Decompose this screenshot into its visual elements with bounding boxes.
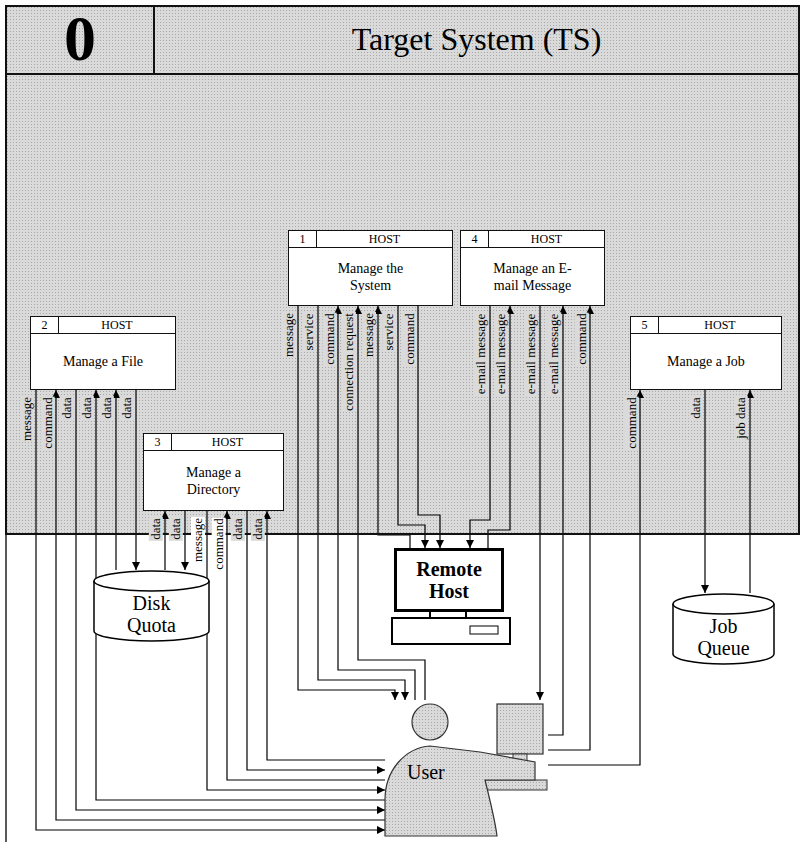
process-name: Manage the System	[325, 252, 417, 302]
data-flow	[418, 306, 440, 548]
data-flow	[298, 306, 395, 700]
data-flow	[227, 511, 385, 780]
system-frame: 0Target System (TS)1HOSTManage the Syste…	[5, 5, 800, 535]
terminal-box: Remote Host	[394, 548, 504, 612]
data-flow	[398, 306, 425, 548]
computer-screen	[497, 704, 543, 754]
flow-label: command	[402, 312, 416, 365]
actor-name: User	[407, 760, 445, 784]
data-flow	[115, 390, 116, 570]
flow-label: service	[382, 312, 396, 351]
process-name: Manage a Job	[663, 345, 749, 378]
process-number: 3	[144, 434, 172, 451]
data-flow	[318, 306, 405, 700]
process-box: 5HOST Manage a Job	[630, 316, 782, 390]
data-flow	[76, 390, 385, 810]
data-flow	[267, 511, 385, 760]
data-flow	[164, 511, 165, 570]
terminal-name: Remote Host	[407, 558, 491, 602]
flow-label: command	[211, 517, 225, 570]
flow-label: message	[282, 312, 296, 358]
data-flow	[470, 306, 490, 548]
person-head	[412, 704, 448, 740]
flow-label: message	[20, 396, 34, 442]
processor-label: HOST	[659, 317, 781, 334]
process-box: 4HOST Manage an E-mail Message	[460, 230, 605, 306]
page-border	[5, 535, 7, 842]
processor-label: HOST	[317, 231, 452, 248]
data-flow	[548, 390, 640, 765]
data-flow	[358, 306, 425, 700]
data-flow	[135, 390, 136, 570]
data-flow	[749, 390, 750, 593]
process-box: 1HOST Manage the System	[288, 230, 453, 306]
flow-label: e-mail message	[494, 312, 508, 395]
cylinder-rim	[94, 581, 209, 591]
flow-label: command	[624, 396, 638, 449]
flow-label: data	[120, 396, 134, 420]
user-figure: User	[385, 700, 548, 836]
data-flow	[247, 511, 385, 770]
store-name: Disk Quota	[116, 592, 188, 636]
data-store: Disk Quota	[93, 570, 210, 642]
person-body	[385, 746, 535, 836]
data-store: Job Queue	[672, 593, 775, 665]
flow-label: job data	[734, 396, 748, 440]
flow-label: message	[362, 312, 376, 358]
data-flow	[184, 511, 185, 570]
processor-label: HOST	[172, 434, 283, 451]
flow-label: e-mail message	[547, 312, 561, 395]
data-flow	[96, 390, 385, 800]
store-name: Job Queue	[688, 615, 760, 659]
desk	[485, 780, 547, 790]
flow-label: e-mail message	[474, 312, 488, 395]
flow-label: message	[191, 517, 205, 563]
flow-label: command	[40, 396, 54, 449]
cylinder-body	[673, 594, 774, 664]
flow-label: data	[149, 517, 163, 541]
data-flow	[539, 306, 540, 700]
data-flow	[704, 390, 705, 593]
flow-label: data	[169, 517, 183, 541]
system-ground	[5, 5, 800, 535]
process-name: Manage a File	[59, 345, 147, 378]
processor-label: HOST	[489, 231, 604, 248]
process-name: Manage an E-mail Message	[487, 252, 579, 302]
process-number: 4	[461, 231, 489, 248]
flow-label: data	[231, 517, 245, 541]
flow-label: data	[80, 396, 94, 420]
process-box: 3HOST Manage a Directory	[143, 433, 284, 511]
cylinder-rim	[673, 604, 774, 614]
diagram-title: Target System (TS)	[155, 7, 798, 75]
flow-label: data	[100, 396, 114, 420]
diagram-number: 0	[7, 7, 155, 75]
data-flow	[488, 306, 510, 548]
cylinder-body	[94, 571, 209, 641]
flow-label: data	[251, 517, 265, 541]
flow-label: data	[689, 396, 703, 420]
flow-label: e-mail message	[524, 312, 538, 395]
processor-label: HOST	[59, 317, 175, 334]
process-number: 1	[289, 231, 317, 248]
flow-label: command	[322, 312, 336, 365]
process-number: 2	[31, 317, 59, 334]
flow-label: connection request	[342, 312, 356, 412]
flow-label: service	[302, 312, 316, 351]
data-flow	[56, 390, 385, 820]
process-name: Manage a Directory	[168, 456, 260, 506]
flow-label: data	[60, 396, 74, 420]
terminal-base	[392, 612, 510, 644]
flow-label: command	[574, 312, 588, 365]
data-flow	[36, 390, 385, 830]
process-number: 5	[631, 317, 659, 334]
process-box: 2HOST Manage a File	[30, 316, 176, 390]
